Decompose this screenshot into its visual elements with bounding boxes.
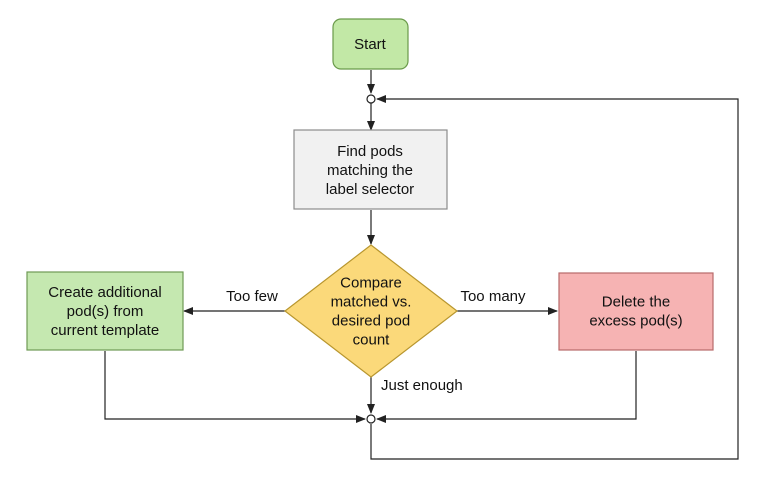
too-many-label: Too many xyxy=(460,288,526,305)
label-line: Compare xyxy=(340,275,402,292)
find-pods-label: Find pods matching the label selector xyxy=(326,143,414,198)
junction-top xyxy=(366,94,376,104)
compare-decision-shape xyxy=(284,244,458,378)
label-line: pod(s) from xyxy=(67,303,144,320)
start-label: Start xyxy=(354,36,387,53)
delete-pods-label: Delete the excess pod(s) xyxy=(589,294,682,330)
create-pods-node: Create additional pod(s) from current temp… xyxy=(26,271,184,351)
label-line: Find pods xyxy=(337,143,403,160)
just-enough-label: Just enough xyxy=(381,377,463,394)
label-line: matched vs. xyxy=(331,294,412,311)
edge-loop-back xyxy=(370,95,739,460)
too-few-label: Too few xyxy=(226,288,278,305)
junction-bottom xyxy=(366,414,376,424)
label-line: Create additional xyxy=(48,284,161,301)
compare-decision-node: Compare matched vs. desired pod count xyxy=(284,244,458,378)
label-line: excess pod(s) xyxy=(589,313,682,330)
edge-create-to-junction xyxy=(104,351,366,423)
label-line: matching the xyxy=(327,162,413,179)
find-pods-node: Find pods matching the label selector xyxy=(293,129,448,210)
start-shape xyxy=(332,18,409,70)
create-pods-label: Create additional pod(s) from current temp… xyxy=(48,284,161,339)
delete-pods-node: Delete the excess pod(s) xyxy=(558,272,714,351)
label-line: current template xyxy=(51,322,159,339)
delete-pods-shape xyxy=(558,272,714,351)
label-line: Delete the xyxy=(602,294,670,311)
find-pods-shape xyxy=(293,129,448,210)
connectors xyxy=(104,70,739,460)
create-pods-shape xyxy=(26,271,184,351)
compare-label: Compare matched vs. desired pod count xyxy=(331,275,412,349)
edge-delete-to-junction xyxy=(376,351,637,423)
start-node: Start xyxy=(332,18,409,70)
label-line: desired pod xyxy=(332,313,410,330)
label-line: label selector xyxy=(326,181,414,198)
label-line: Start xyxy=(354,36,387,53)
label-line: count xyxy=(353,332,391,349)
